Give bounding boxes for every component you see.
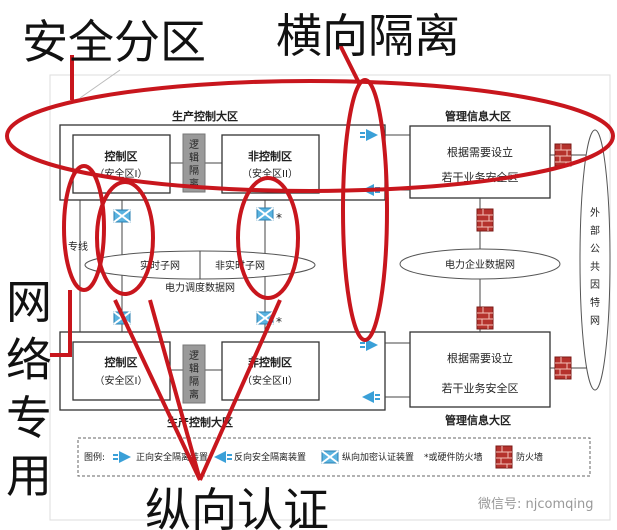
zone-text: 根据需要设立 [447,351,513,365]
star-mark: * [276,211,282,225]
title-char: 专 [6,391,52,445]
title-char: 络 [6,333,52,387]
logic-isolation [182,344,206,404]
title-char: 用 [6,449,52,503]
legend-firewall: 防火墙 [516,451,543,463]
red-annotations [5,44,615,481]
internet-char: 公 [590,244,600,255]
internet-char: 网 [590,315,600,327]
vertical-auth-ellipse [236,176,300,300]
vertical-auth-title: 纵向认证 [145,483,329,530]
internet-char: 特 [590,297,600,309]
firewall-icon [476,208,494,232]
production-zone-top: 生产控制大区 控制区 （安全区I） 逻 辑 隔 离 非控制区 （安全区II） [59,109,386,201]
horizontal-isolation-ellipse [341,78,389,342]
logic-isolation-char: 离 [189,388,199,401]
zone-text: 根据需要设立 [447,145,513,159]
non-control-zone-sub: （安全区II） [242,167,298,180]
network-dedicated-title: 网 络 专 用 [6,275,52,503]
internet-char: 共 [590,261,600,273]
logic-isolation-char: 离 [189,177,199,190]
firewall-icon [495,445,513,469]
zone-title: 管理信息大区 [445,109,511,123]
management-zone-top: 管理信息大区 根据需要设立 若干业务安全区 [409,109,551,199]
security-zoning-title: 安全分区 [22,15,206,69]
non-control-zone-label: 非控制区 [248,355,292,369]
production-zone-bottom: 控制区 （安全区I） 逻 辑 隔 离 非控制区 （安全区II） 生产控制大区 [59,331,386,429]
title-char: 网 [6,275,52,329]
control-zone-label: 控制区 [105,149,138,163]
non-control-zone-label: 非控制区 [248,149,292,163]
logic-isolation-char: 辑 [189,362,199,375]
zone-title: 管理信息大区 [445,413,511,427]
encryption-device-icon [113,209,131,223]
encryption-device-icon [321,450,339,464]
diagram-frame [49,74,611,521]
star-mark: * [276,315,282,329]
internet-char: 部 [590,224,600,237]
logic-isolation-char: 隔 [189,165,199,177]
internet-ellipse [579,129,611,391]
encryption-device-icon [256,207,274,221]
zone-text: 若干业务安全区 [442,381,519,395]
logic-isolation-char: 逻 [189,139,199,151]
legend-forward: 正向安全隔离装置 [136,451,208,463]
enterprise-network-label: 电力企业数据网 [445,258,515,271]
firewall-icon [476,306,494,330]
firewall-icon [554,356,572,380]
management-zone-bottom: 根据需要设立 若干业务安全区 管理信息大区 [409,331,551,427]
zone-title: 生产控制大区 [172,109,238,123]
enterprise-network-ellipse [399,248,561,280]
vertical-auth-ellipse [95,180,155,296]
legend-encrypt: 纵向加密认证装置 [342,451,414,463]
horizontal-isolation-title: 横向隔离 [276,9,460,63]
dedicated-line-ellipse [62,164,106,292]
internet-char: 因 [590,279,600,291]
logic-isolation-char: 逻 [189,350,199,362]
control-zone-sub: （安全区I） [95,374,148,387]
non-control-zone-sub: （安全区II） [242,374,298,387]
legend-title: 图例: [84,451,105,463]
dispatch-network-label: 电力调度数据网 [165,281,235,294]
dedicated-line-label: 专线 [68,240,88,253]
logic-isolation-char: 辑 [189,151,199,164]
internet-char: 外 [590,207,600,219]
legend-hw-firewall: *或硬件防火墙 [424,451,483,463]
watermark: 微信号: njcomqing [478,497,593,512]
internet-label: 外 部 公 共 因 特 网 [590,207,600,327]
logic-isolation-char: 隔 [189,376,199,388]
logic-isolation [182,133,206,193]
legend: 图例: 正向安全隔离装置 反向安全隔离装置 纵向加密认证装置 *或硬件防火墙 防… [77,437,591,477]
control-zone-label: 控制区 [105,355,138,369]
legend-reverse: 反向安全隔离装置 [234,451,306,463]
security-zoning-ellipse [5,79,615,193]
